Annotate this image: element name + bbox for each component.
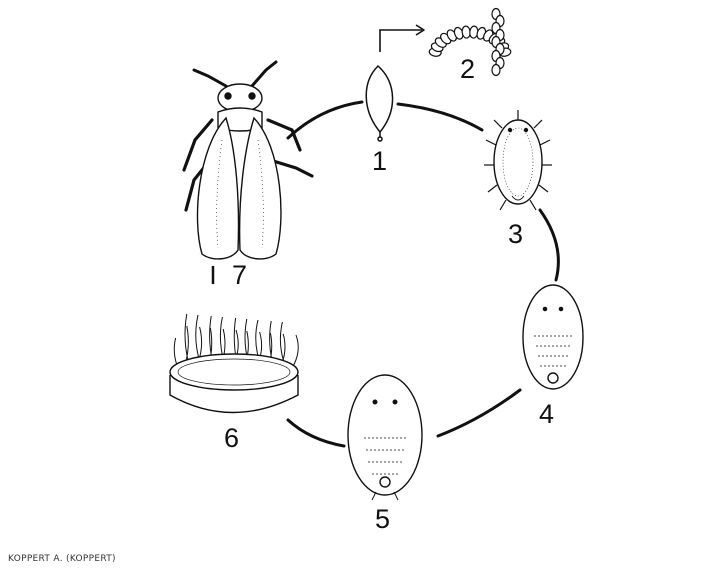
image-credit: KOPPERT A. (KOPPERT) [8,554,116,564]
arc-third-to-pupa [288,420,344,446]
stage-number-1: 1 [372,146,387,176]
arc-first-instar-to-second [540,210,558,280]
egg-illustration [366,66,392,141]
third-instar-illustration [348,375,422,500]
adult-whitefly-illustration [184,62,312,259]
arc-adult-to-egg [288,102,362,138]
arrow-egg-to-cluster [380,25,424,52]
second-instar-illustration [523,285,583,389]
stage-number-7: 7 [232,260,247,290]
arc-egg-to-first-instar [398,104,482,130]
stage-number-4: 4 [539,399,554,429]
cluster-egg [492,65,500,76]
stage-number-5: 5 [375,504,390,534]
waxy-filament [292,335,298,368]
stage-number-3: 3 [508,219,523,249]
stage-number-6: 6 [224,423,239,453]
pupa-illustration [170,314,298,413]
stage-number-2: 2 [460,54,475,84]
first-instar-illustration [484,110,552,210]
arc-second-to-third [438,390,520,436]
